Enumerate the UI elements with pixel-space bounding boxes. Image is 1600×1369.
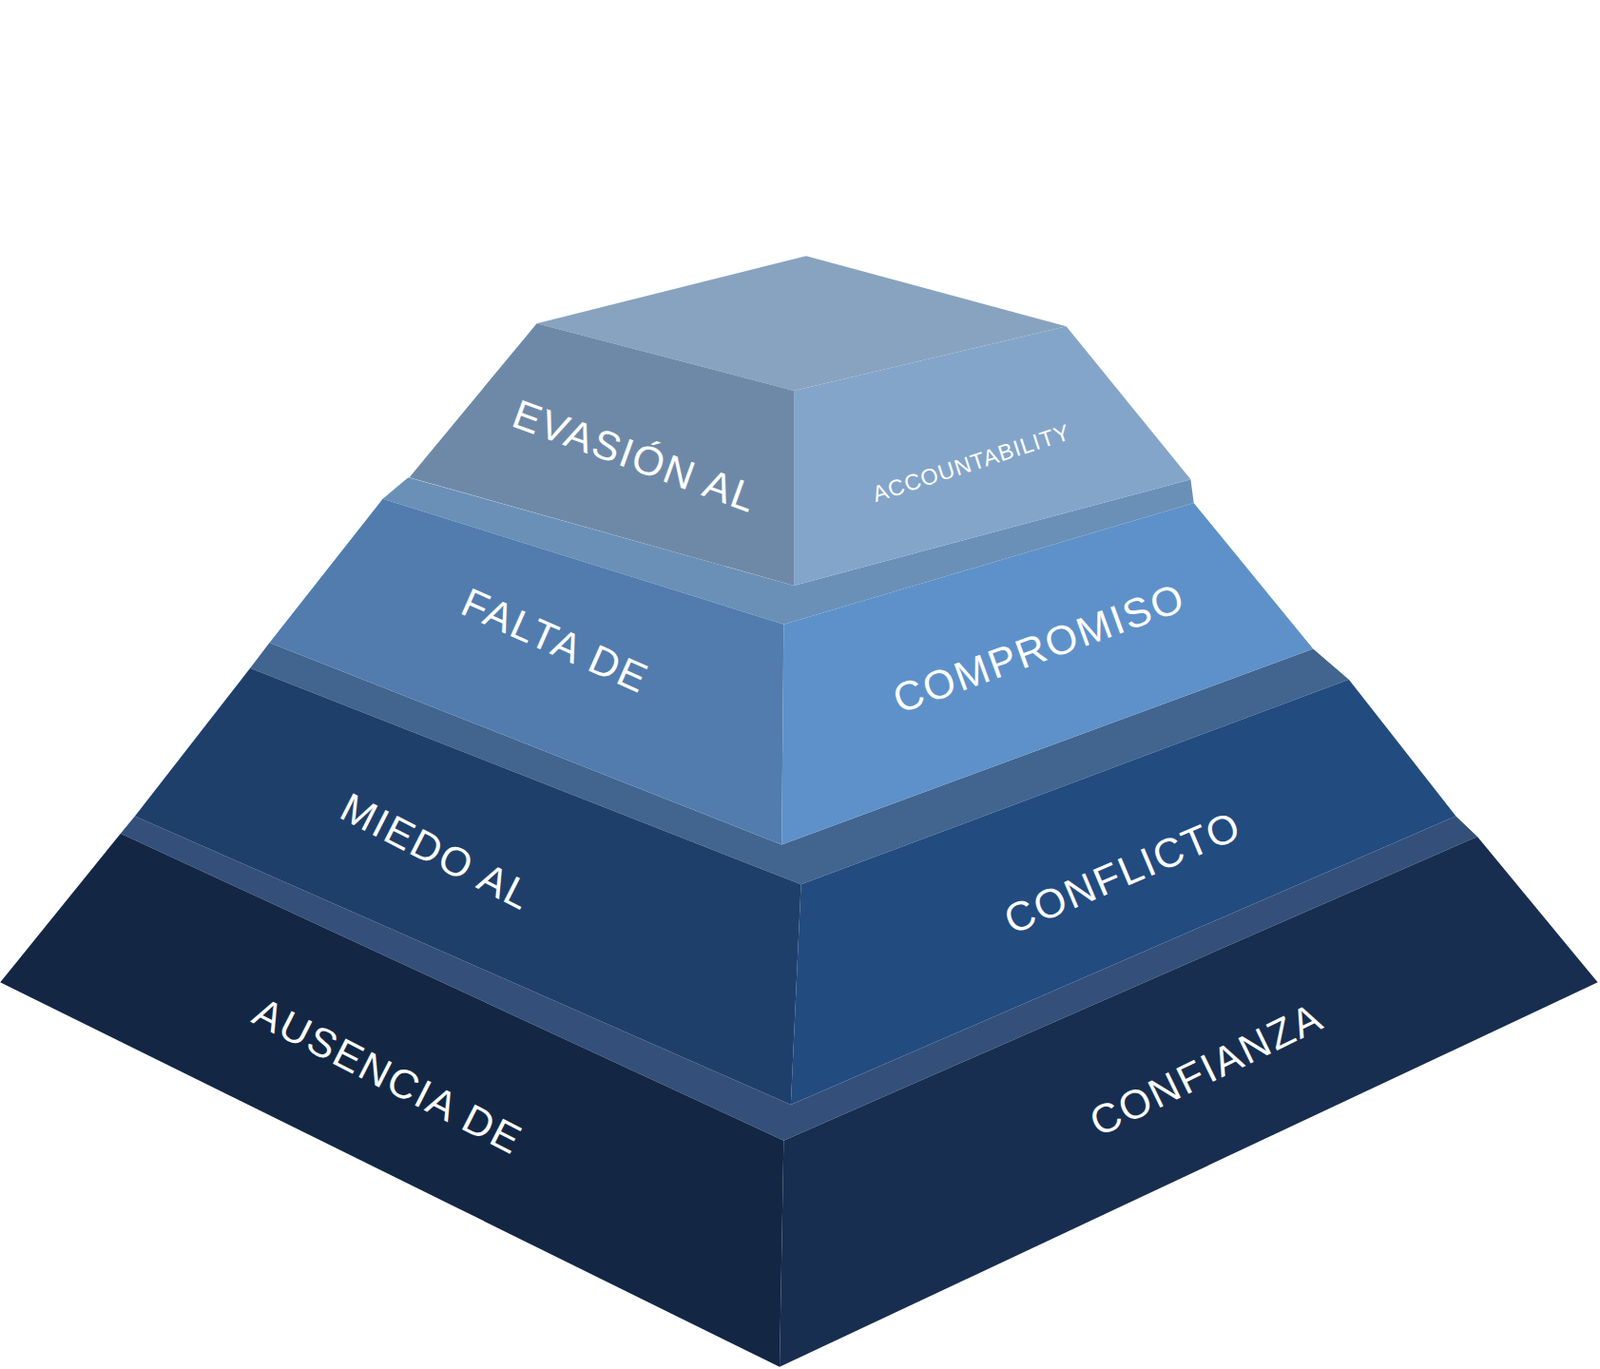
- tier-label: CONFIANZA: [1083, 995, 1330, 1143]
- tier-label: AUSENCIA DE: [247, 991, 529, 1162]
- tier-label: CONFLICTO: [998, 804, 1247, 941]
- pyramid-tier: AUSENCIA DE CONFIANZA: [0, 816, 1599, 1369]
- pyramid-tier: FALTA DE COMPROMISO: [269, 477, 1313, 845]
- tier-label: FALTA DE: [455, 581, 655, 701]
- tier-label: ACCOUNTABILITY: [869, 422, 1074, 507]
- tier-label: COMPROMISO: [887, 576, 1191, 720]
- pyramid-tier: EVASIÓN AL ACCOUNTABILITY: [408, 255, 1191, 586]
- tier-left-face: [409, 323, 795, 586]
- tier-label: MIEDO AL: [334, 786, 539, 918]
- tier-label: EVASIÓN AL: [507, 392, 763, 520]
- tier-right-face: [793, 326, 1191, 586]
